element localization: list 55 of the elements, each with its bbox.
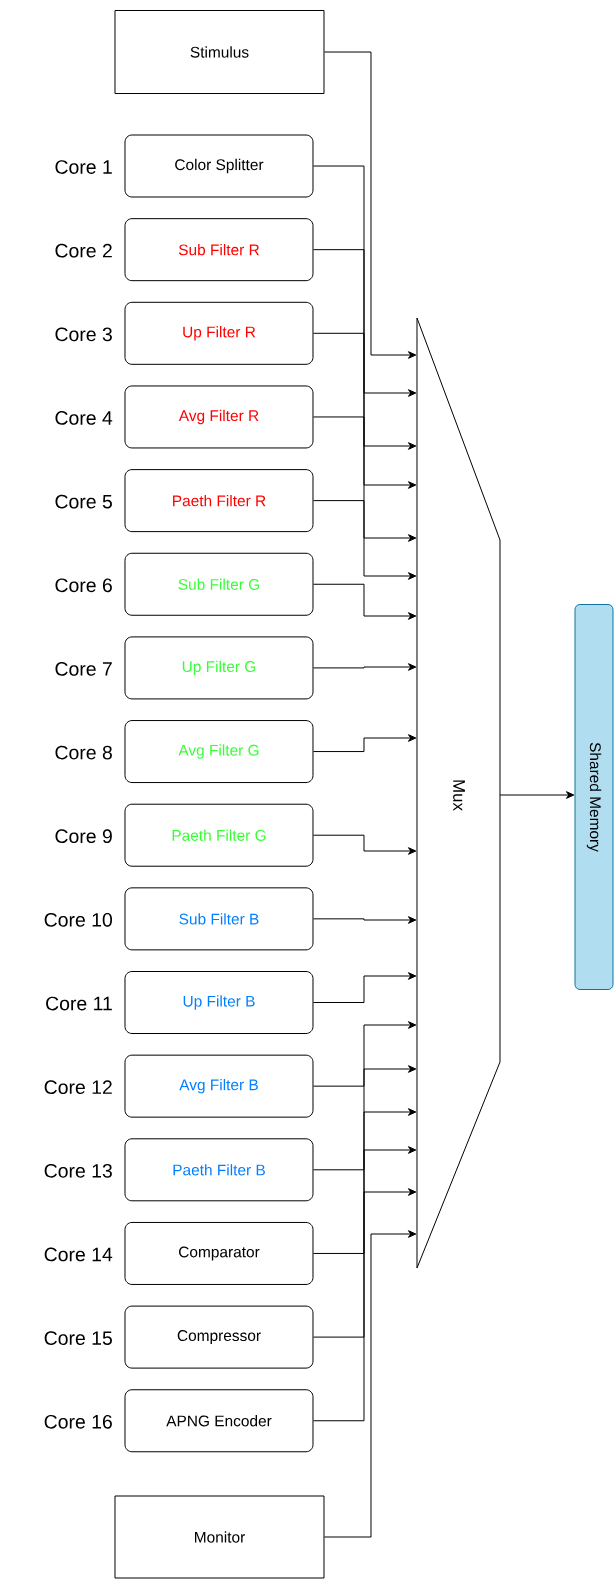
arrow [324,1230,417,1538]
core-label: Core 2 [55,243,112,258]
arrow [313,1108,417,1254]
core-box: Paeth Filter B [124,1138,314,1202]
core-label: Core 5 [55,494,112,509]
core-label: Core 11 [46,996,112,1011]
arrow [313,663,417,671]
core-label: Core 13 [44,1163,112,1178]
core-box: Up Filter G [124,636,314,700]
core-label: Core 4 [55,411,113,425]
arrow [313,1146,417,1338]
core-label: Core 14 [44,1247,113,1262]
core-label: Core 9 [55,829,112,844]
core-label: Core 16 [44,1414,112,1429]
arrow [313,583,417,620]
arrow [313,416,417,542]
core-box: Sub Filter R [124,218,314,282]
component-box: Stimulus [114,10,325,94]
core-label: Core 8 [55,745,112,760]
arrow [313,734,417,753]
core-box: APNG Encoder [124,1389,314,1453]
core-label: Core 3 [55,327,112,342]
arrow [313,1188,417,1422]
component-box: Monitor [114,1495,325,1579]
core-box: Paeth Filter G [124,803,314,867]
core-box: Color Splitter [124,134,314,198]
core-box: Up Filter B [124,971,314,1034]
core-label: Core 15 [44,1331,112,1345]
core-box: Avg Filter R [124,385,314,449]
core-label: Core 1 [55,160,112,174]
arrow [313,1065,417,1171]
core-box: Paeth Filter R [124,469,314,533]
arrow [313,500,417,580]
core-box: Comparator [124,1221,314,1285]
core-label: Core 6 [55,578,112,593]
core-box: Avg Filter G [124,720,314,784]
arrow [313,972,417,1003]
core-box: Sub Filter B [124,887,314,951]
core-box: Up Filter R [124,301,314,365]
arrow [313,916,417,924]
arrow [313,165,417,397]
core-box: Compressor [124,1305,314,1369]
core-label: Core 10 [44,913,112,927]
memory-box: Shared Memory [574,604,614,990]
core-label: Core 12 [44,1080,112,1095]
arrow [313,332,417,489]
arrow [324,51,417,359]
mux-trapezoid: Mux [416,317,501,1269]
arrow [499,791,575,799]
core-box: Sub Filter G [124,552,314,616]
core-box: Avg Filter B [124,1054,314,1118]
arrow [313,249,417,450]
arrow [313,1021,417,1087]
arrow [313,834,417,855]
core-label: Core 7 [55,662,112,676]
